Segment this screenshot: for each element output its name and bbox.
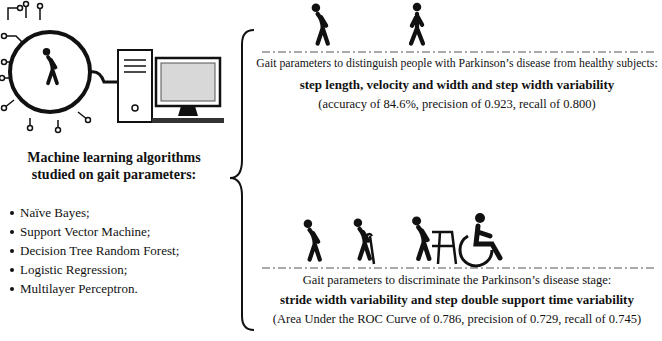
dashed-divider xyxy=(262,51,654,52)
wheelchair-user xyxy=(460,213,500,266)
cane-walker xyxy=(354,219,374,264)
curly-brace xyxy=(230,30,254,330)
dashed-divider xyxy=(262,267,654,268)
algorithm-item: Support Vector Machine; xyxy=(20,224,230,240)
finding-metrics: (Area Under the ROC Curve of 0.786, prec… xyxy=(256,312,658,327)
finding-parameters: stride width variability and step double… xyxy=(256,292,658,308)
parkinson-walker xyxy=(304,220,320,260)
finding-heading: Gait parameters to distinguish people wi… xyxy=(256,57,658,71)
parkinson-walker xyxy=(312,4,328,44)
finding-metrics: (accuracy of 84.6%, precision of 0.923, … xyxy=(256,97,658,112)
algorithm-item: Decision Tree Random Forest; xyxy=(20,243,230,259)
healthy-walker xyxy=(411,3,423,44)
finding-heading: Gait parameters to discriminate the Park… xyxy=(256,273,658,288)
algorithm-item: Multilayer Perceptron. xyxy=(20,281,230,297)
computer-icon xyxy=(0,2,224,133)
section-heading: Machine learning algorithms studied on g… xyxy=(14,150,214,184)
bullet-dots xyxy=(10,211,14,291)
frame-walker xyxy=(412,216,456,264)
algorithm-item: Logistic Regression; xyxy=(20,262,230,278)
finding-parameters: step length, velocity and width and step… xyxy=(256,77,658,93)
algorithm-item: Naïve Bayes; xyxy=(20,205,230,221)
